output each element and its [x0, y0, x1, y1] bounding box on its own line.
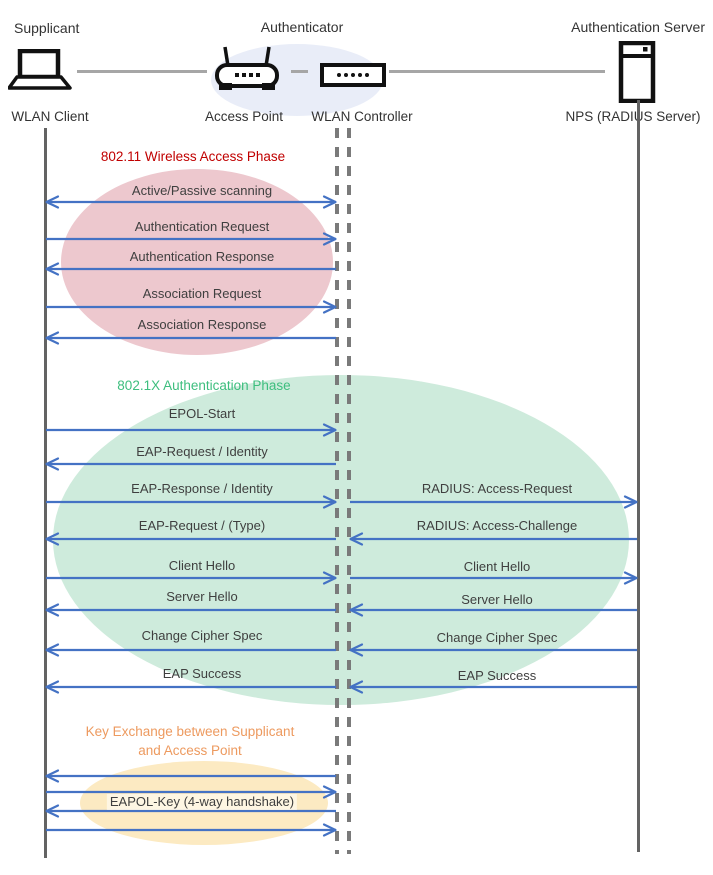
- message-arrow-change-cipher-spec: [45, 643, 336, 657]
- phase1-ellipse: [61, 169, 333, 355]
- message-arrow-eap-success: [45, 680, 336, 694]
- message-arrow-unlabeled: [46, 823, 337, 837]
- message-arrow-unlabeled: [46, 785, 337, 799]
- server-icon: [618, 41, 656, 103]
- message-arrow-server-hello: [349, 603, 637, 617]
- message-arrow-epol-start: [46, 423, 337, 437]
- message-arrow-radius-access-request: [350, 495, 638, 509]
- role-authenticator: Authenticator: [260, 19, 344, 35]
- device-label-access-point: Access Point: [204, 109, 284, 124]
- message-arrow-radius-access-challenge: [349, 532, 637, 546]
- message-arrow-unlabeled: [45, 769, 336, 783]
- message-arrow-association-request: [46, 300, 337, 314]
- phase1-title: 802.11 Wireless Access Phase: [100, 149, 286, 164]
- message-arrow-authentication-request: [46, 232, 337, 246]
- connector-ap-to-controller: [291, 70, 308, 73]
- device-label-wlan-client: WLAN Client: [11, 109, 89, 124]
- connector-controller-to-server: [389, 70, 605, 73]
- message-arrow-eapol-key-4-way-handshake: [45, 804, 336, 818]
- supplicant-lifeline: [44, 128, 47, 858]
- connector-client-to-ap: [77, 70, 207, 73]
- phase2-title: 802.1X Authentication Phase: [117, 378, 291, 393]
- phase3-title: Key Exchange between Supplicant and Acce…: [85, 724, 295, 758]
- access-point-dashed-lifeline: [335, 128, 339, 854]
- role-supplicant: Supplicant: [14, 20, 80, 36]
- laptop-icon: [8, 49, 72, 90]
- message-arrow-eap-request-type: [45, 532, 336, 546]
- access-point-icon: [215, 46, 279, 90]
- message-arrow-client-hello: [350, 571, 638, 585]
- wlan-controller-dashed-lifeline: [347, 128, 351, 854]
- role-authentication-server: Authentication Server: [571, 19, 705, 35]
- radius-server-lifeline: [637, 100, 640, 852]
- message-arrow-eap-request-identity: [45, 457, 336, 471]
- message-arrow-authentication-response: [45, 262, 336, 276]
- message-arrow-eap-success: [349, 680, 637, 694]
- message-arrow-association-response: [45, 331, 336, 345]
- device-label-radius-server: NPS (RADIUS Server): [565, 109, 701, 124]
- message-arrow-eap-response-identity: [46, 495, 337, 509]
- message-arrow-change-cipher-spec: [349, 643, 637, 657]
- message-arrow-client-hello: [46, 571, 337, 585]
- message-arrow-active-passive-scanning: [45, 195, 337, 209]
- wlan-controller-icon: [320, 63, 386, 87]
- message-arrow-server-hello: [45, 603, 336, 617]
- device-label-wlan-controller: WLAN Controller: [311, 109, 413, 124]
